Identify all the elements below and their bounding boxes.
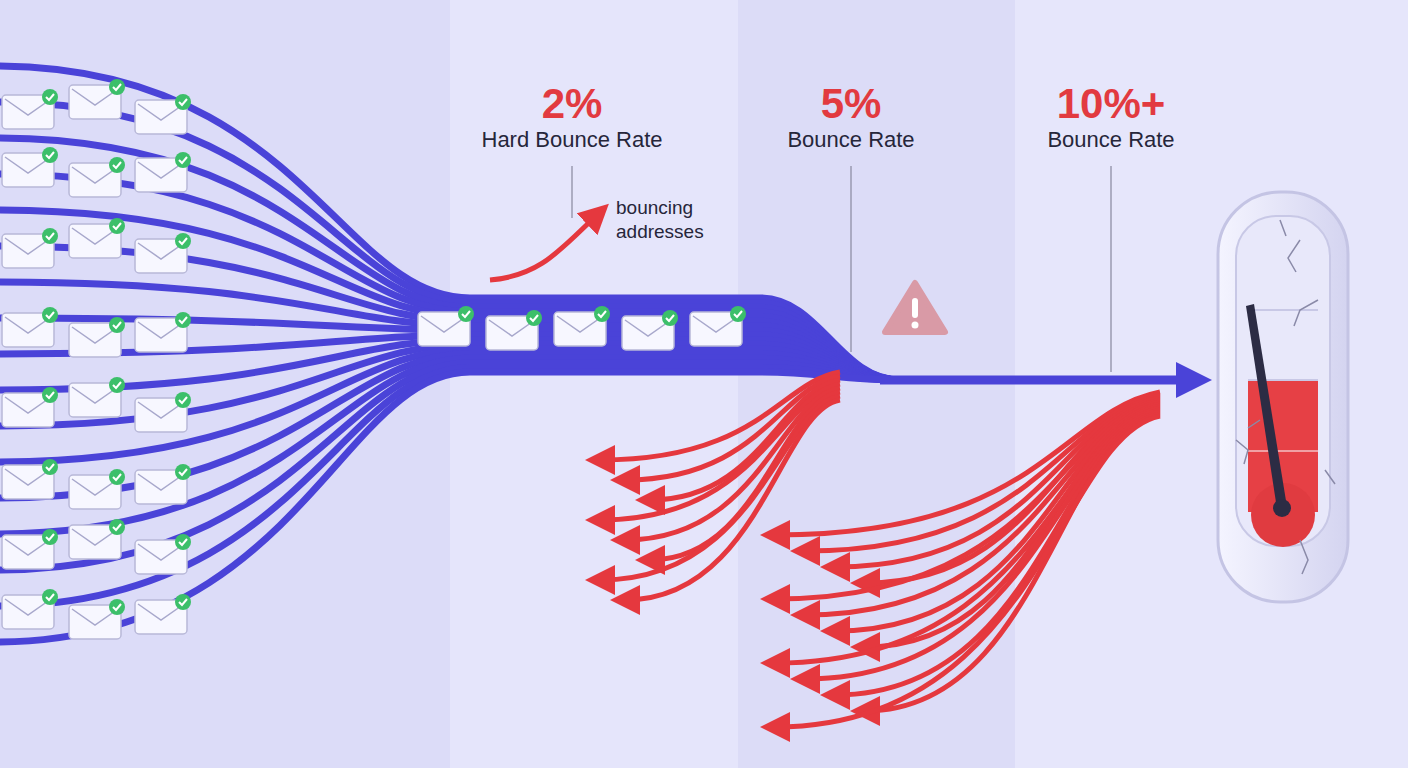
pipe (0, 363, 900, 570)
envelope (2, 459, 58, 499)
pipe (0, 372, 900, 642)
envelope (622, 310, 678, 350)
envelope (2, 529, 58, 569)
envelope (135, 534, 191, 574)
bounce-arrow (625, 400, 840, 600)
envelope (135, 594, 191, 634)
bounce-arrow (600, 384, 840, 520)
envelope (69, 218, 125, 258)
envelope (135, 152, 191, 192)
pipe (0, 66, 900, 380)
envelope (69, 469, 125, 509)
bounce-arrow (600, 396, 840, 580)
bounce-arrow (865, 414, 1160, 711)
rate-label: Bounce Rate (787, 127, 914, 153)
pipe (0, 358, 900, 534)
bounce-arrows (600, 372, 1160, 727)
envelope (69, 377, 125, 417)
percent-value: 10%+ (1057, 80, 1166, 128)
bounce-arrow (490, 214, 598, 280)
envelope (2, 307, 58, 347)
envelope (135, 392, 191, 432)
envelope (2, 228, 58, 268)
envelope (69, 157, 125, 197)
envelope (2, 387, 58, 427)
bounce-arrow (775, 416, 1160, 727)
warning-icon (885, 283, 945, 332)
band (450, 0, 738, 768)
envelope (69, 79, 125, 119)
main-arrow (880, 376, 1185, 385)
leader-line (571, 166, 573, 218)
envelope (486, 310, 542, 350)
percent-value: 2% (542, 80, 603, 128)
envelope (69, 317, 125, 357)
envelope (2, 89, 58, 129)
envelope (690, 306, 746, 346)
note-label: bouncing addresses (616, 196, 736, 244)
envelope (69, 599, 125, 639)
envelopes (2, 79, 746, 639)
envelope (2, 147, 58, 187)
rate-label: Hard Bounce Rate (482, 127, 663, 153)
envelope (135, 464, 191, 504)
bounce-arrow (805, 394, 1160, 551)
pipe-bundle (0, 66, 900, 642)
leader-line (1110, 166, 1112, 372)
envelope (135, 94, 191, 134)
envelope (69, 519, 125, 559)
envelope (418, 306, 474, 346)
envelope (2, 589, 58, 629)
pipe (0, 367, 900, 606)
thermometer (1218, 192, 1348, 602)
percent-value: 5% (821, 80, 882, 128)
envelope (135, 233, 191, 273)
leader-line (850, 166, 852, 352)
envelope (554, 306, 610, 346)
envelope (135, 312, 191, 352)
rate-label: Bounce Rate (1047, 127, 1174, 153)
